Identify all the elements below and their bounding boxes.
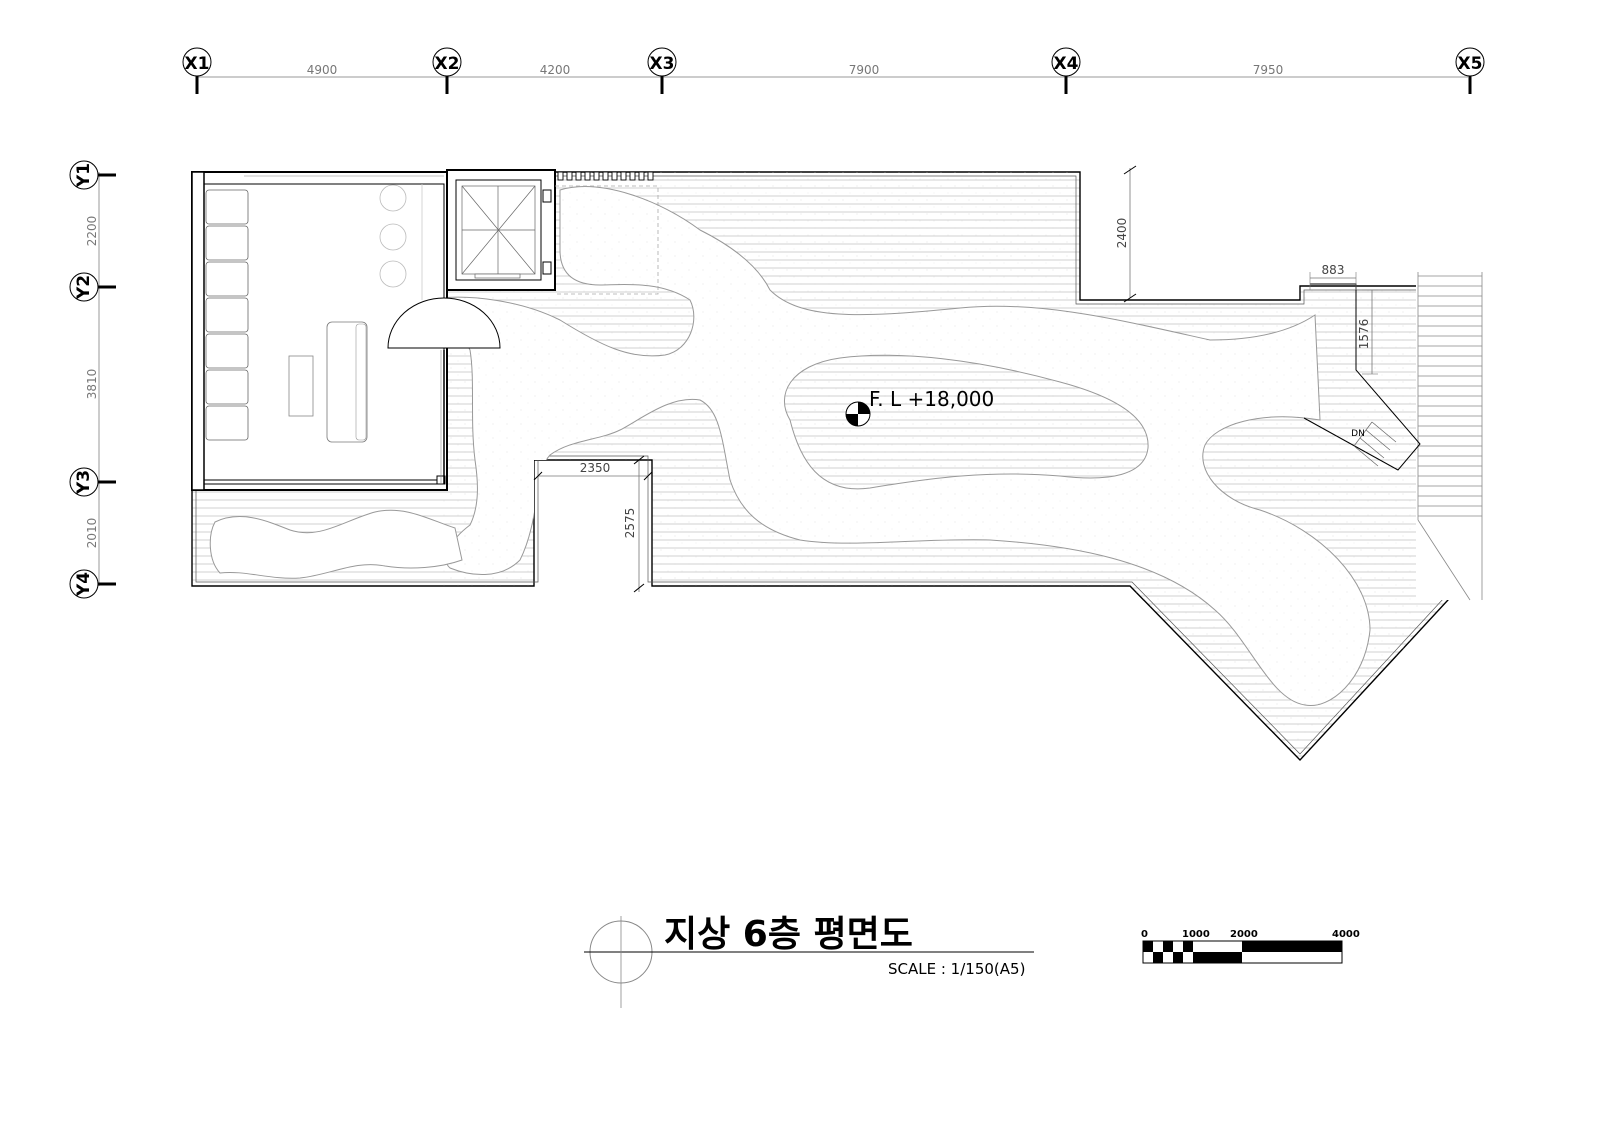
grid-label-y3: Y3: [74, 470, 94, 495]
stool: [379, 223, 407, 251]
indoor-lounge: [191, 171, 501, 491]
grid-axis-y3: Y3: [69, 467, 116, 497]
grid-label-x4: X4: [1054, 54, 1079, 74]
y-grid-axes: Y1 Y2 Y3 Y4 2200 3810 2010: [69, 160, 116, 599]
grid-label-x3: X3: [650, 54, 675, 74]
deck-island: [784, 354, 1149, 490]
grid-label-y1: Y1: [74, 163, 94, 188]
grid-axis-y1: Y1: [69, 160, 116, 190]
dimension-roof-notch: 2400: [1115, 218, 1129, 249]
plan-dimensions: 2400 883 1576 2350 2575: [533, 165, 1378, 593]
scale-tick-2000: 2000: [1230, 929, 1258, 940]
y-dimension-1: 2200: [85, 216, 99, 247]
graphic-scale-bar: 0 1000 2000 4000: [1141, 929, 1360, 964]
grid-axis-x1: X1: [182, 47, 212, 94]
sofa: [326, 321, 368, 443]
dimension-court-depth: 2575: [623, 508, 637, 539]
scale-tick-1000: 1000: [1182, 929, 1210, 940]
coffee-table: [288, 355, 314, 417]
bench-seats: [205, 189, 249, 441]
x-grid-axes: X1 X2 X3 X4 X5 4900 4200 7900 7950: [182, 47, 1485, 94]
x-dimension-3: 7900: [849, 63, 880, 77]
x-dimension-2: 4200: [540, 63, 571, 77]
exterior-stair: DN: [1303, 272, 1484, 601]
railing-posts: [557, 171, 654, 181]
stool: [379, 260, 407, 288]
grid-label-y2: Y2: [74, 275, 94, 300]
floor-level-label: F. L +18,000: [869, 387, 994, 411]
elevator-core: [446, 169, 659, 295]
scale-tick-0: 0: [1141, 929, 1148, 940]
drawing-scale: SCALE : 1/150(A5): [888, 960, 1025, 978]
grid-axis-y4: Y4: [69, 569, 116, 599]
drawing-title: 지상 6층 평면도: [664, 914, 913, 955]
y-dimension-2: 3810: [85, 369, 99, 400]
dimension-court-width: 2350: [580, 461, 611, 475]
grid-label-x1: X1: [185, 54, 210, 74]
y-dimension-3: 2010: [85, 518, 99, 549]
level-marker: F. L +18,000: [845, 387, 994, 427]
garden-strip-lower: [209, 509, 463, 579]
grid-axis-x5: X5: [1455, 47, 1485, 94]
grid-axis-x2: X2: [432, 47, 462, 94]
dimension-stair-width: 883: [1322, 263, 1345, 277]
grid-axis-x4: X4: [1051, 47, 1081, 94]
stair-down-label: DN: [1351, 429, 1365, 439]
stool: [379, 184, 407, 212]
dimension-stair-depth: 1576: [1357, 319, 1371, 350]
x-dimension-1: 4900: [307, 63, 338, 77]
scale-tick-4000: 4000: [1332, 929, 1360, 940]
grid-label-x5: X5: [1458, 54, 1483, 74]
grid-label-x2: X2: [435, 54, 460, 74]
grid-axis-x3: X3: [647, 47, 677, 94]
entrance-canopy: [387, 297, 501, 349]
title-block: 지상 6층 평면도 SCALE : 1/150(A5): [584, 914, 1034, 1008]
x-dimension-4: 7950: [1253, 63, 1284, 77]
grid-axis-y2: Y2: [69, 272, 116, 302]
grid-label-y4: Y4: [74, 572, 94, 597]
